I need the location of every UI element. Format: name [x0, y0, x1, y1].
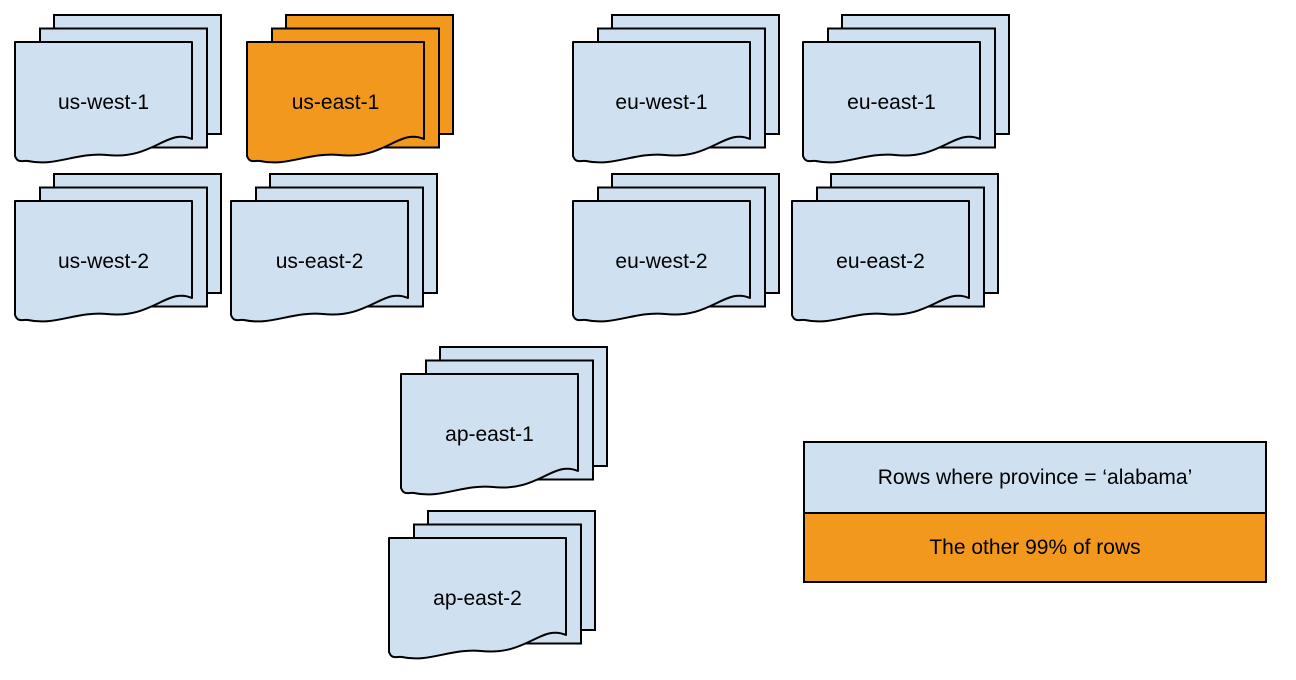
region-label: eu-west-2 — [615, 250, 708, 273]
region-stack-ap-east-2: ap-east-2 — [387, 509, 599, 671]
region-stack-eu-west-2: eu-west-2 — [571, 172, 783, 334]
region-label: us-east-2 — [275, 250, 364, 273]
legend: Rows where province = ‘alabama’ The othe… — [803, 441, 1267, 583]
legend-row-label: The other 99% of rows — [929, 535, 1141, 559]
region-stack-us-east-2: us-east-2 — [229, 172, 441, 334]
region-stack-us-west-2: us-west-2 — [13, 172, 225, 334]
region-stack-eu-east-2: eu-east-2 — [790, 172, 1002, 334]
region-label: us-west-1 — [57, 91, 150, 114]
legend-row-alabama: Rows where province = ‘alabama’ — [805, 443, 1265, 512]
region-label: ap-east-1 — [445, 423, 534, 446]
region-stack-ap-east-1: ap-east-1 — [399, 345, 611, 507]
region-stack-us-east-1: us-east-1 — [245, 13, 457, 175]
region-label: ap-east-2 — [433, 587, 522, 610]
legend-row-label: Rows where province = ‘alabama’ — [877, 465, 1193, 489]
region-label: us-west-2 — [57, 250, 150, 273]
region-stack-eu-east-1: eu-east-1 — [801, 13, 1013, 175]
region-stack-us-west-1: us-west-1 — [13, 13, 225, 175]
region-stack-eu-west-1: eu-west-1 — [571, 13, 783, 175]
region-label: eu-west-1 — [615, 91, 708, 114]
region-label: eu-east-1 — [847, 91, 936, 114]
region-label: us-east-1 — [291, 91, 380, 114]
region-label: eu-east-2 — [836, 250, 925, 273]
legend-row-other-rows: The other 99% of rows — [805, 512, 1265, 581]
